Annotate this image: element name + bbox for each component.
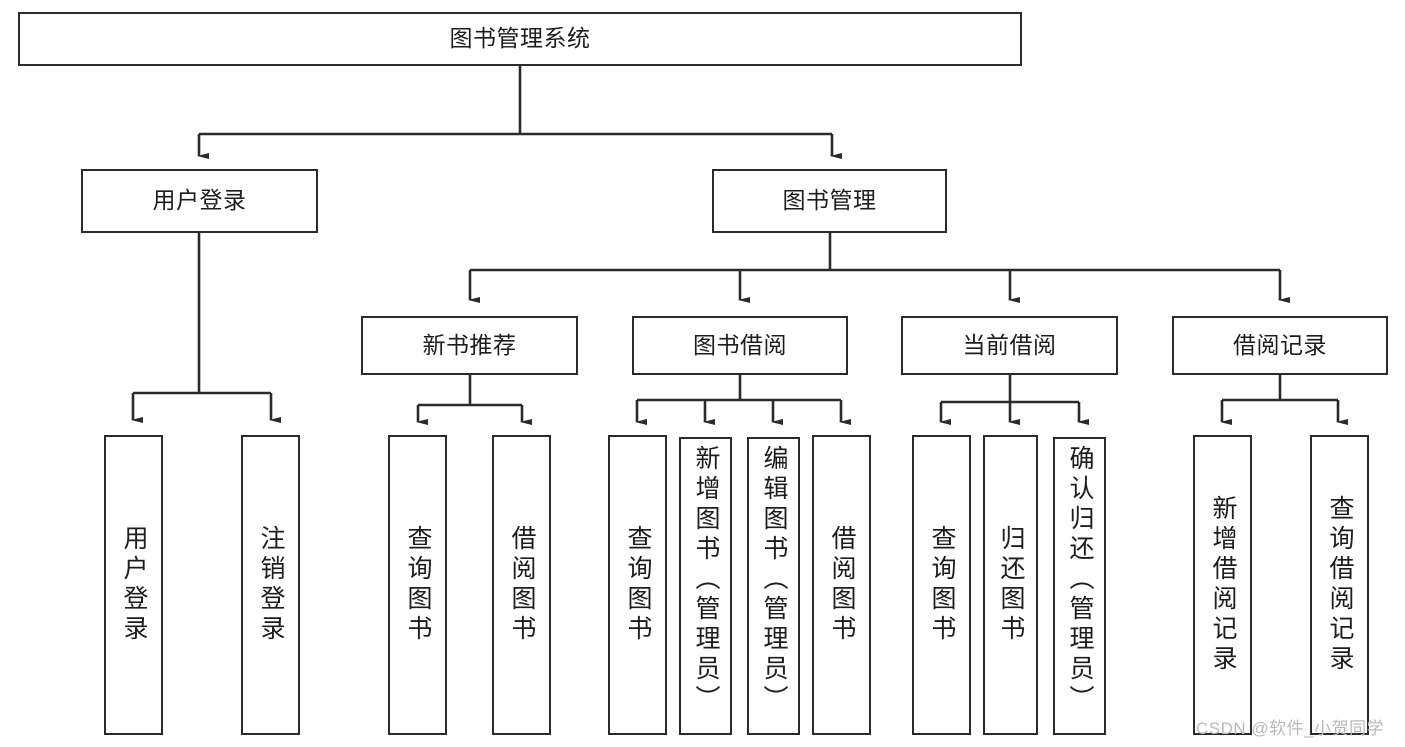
node-label: 借阅记录	[1233, 331, 1327, 358]
leaf-user-login[interactable]: 用户登录	[104, 435, 163, 735]
node-label: 确认归还（管理员）	[1066, 445, 1094, 715]
node-borrow-record[interactable]: 借阅记录	[1172, 316, 1388, 375]
node-book-borrow[interactable]: 图书借阅	[632, 316, 848, 375]
leaf-borrow-borrow-book[interactable]: 借阅图书	[812, 435, 871, 735]
node-label: 查询图书	[624, 525, 652, 645]
node-current-borrow[interactable]: 当前借阅	[901, 316, 1118, 375]
node-label: 借阅图书	[508, 525, 536, 645]
node-root-system[interactable]: 图书管理系统	[18, 12, 1022, 66]
leaf-user-logout[interactable]: 注销登录	[241, 435, 300, 735]
node-label: 当前借阅	[962, 331, 1057, 358]
leaf-current-return-book[interactable]: 归还图书	[983, 435, 1038, 735]
node-label: 图书管理系统	[449, 25, 591, 52]
node-label: 查询图书	[404, 525, 432, 645]
node-label: 新增图书（管理员）	[692, 445, 720, 715]
node-label: 注销登录	[257, 525, 285, 645]
node-book-management[interactable]: 图书管理	[712, 169, 947, 233]
leaf-borrow-add-book-admin[interactable]: 新增图书（管理员）	[679, 437, 732, 735]
node-user-login[interactable]: 用户登录	[81, 169, 318, 233]
leaf-borrow-edit-book-admin[interactable]: 编辑图书（管理员）	[747, 437, 800, 735]
node-label: 用户登录	[152, 187, 247, 214]
node-label: 查询借阅记录	[1326, 495, 1354, 675]
leaf-record-add-record[interactable]: 新增借阅记录	[1193, 435, 1252, 735]
node-new-book-recommend[interactable]: 新书推荐	[361, 316, 578, 375]
leaf-recommend-query-book[interactable]: 查询图书	[388, 435, 447, 735]
leaf-current-confirm-return-admin[interactable]: 确认归还（管理员）	[1053, 437, 1106, 735]
leaf-borrow-query-book[interactable]: 查询图书	[608, 435, 667, 735]
leaf-record-query-record[interactable]: 查询借阅记录	[1310, 435, 1369, 735]
node-label: 归还图书	[997, 525, 1025, 645]
leaf-recommend-borrow-book[interactable]: 借阅图书	[492, 435, 551, 735]
node-label: 编辑图书（管理员）	[760, 445, 788, 715]
csdn-watermark: CSDN @软件_小贺同学	[1196, 719, 1385, 738]
leaf-current-query-book[interactable]: 查询图书	[912, 435, 971, 735]
node-label: 图书借阅	[693, 331, 787, 358]
node-label: 新书推荐	[422, 331, 517, 358]
node-label: 查询图书	[928, 525, 956, 645]
node-label: 新增借阅记录	[1209, 495, 1237, 675]
node-label: 借阅图书	[828, 525, 856, 645]
node-label: 用户登录	[120, 525, 148, 645]
node-label: 图书管理	[782, 187, 877, 214]
